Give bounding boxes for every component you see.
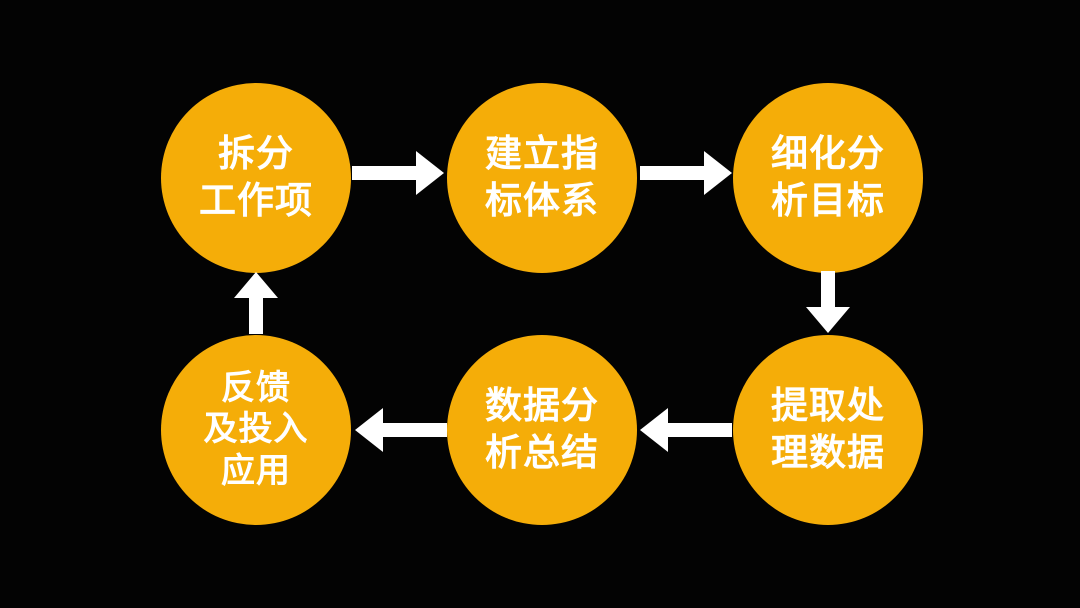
step-3-line-1: 细化分 xyxy=(771,132,885,176)
step-2-line-1: 建立指 xyxy=(485,132,599,176)
arrow-shaft xyxy=(821,271,835,309)
step-5-line-1: 数据分 xyxy=(485,384,599,428)
arrow-left-icon-step4-to-step5 xyxy=(640,408,732,452)
arrow-head xyxy=(416,151,444,195)
step-2-line-2: 标体系 xyxy=(485,179,599,222)
arrow-head xyxy=(640,408,668,452)
arrow-right-icon-step1-to-step2 xyxy=(352,151,444,195)
arrow-down-icon-step3-to-step4 xyxy=(806,271,850,333)
step-6-line-2: 及投入 xyxy=(203,409,309,450)
step-6-line-3: 应用 xyxy=(221,450,291,491)
arrow-shaft xyxy=(249,296,263,334)
step-5-line-2: 析总结 xyxy=(485,431,599,474)
step-circle-1: 拆分 工作项 xyxy=(161,83,351,273)
arrow-right-icon-step2-to-step3 xyxy=(640,151,732,195)
arrow-up-icon-step6-to-step1 xyxy=(234,272,278,334)
step-circle-6: 反馈 及投入 应用 xyxy=(161,335,351,525)
step-6-line-1: 反馈 xyxy=(221,367,291,408)
arrow-head xyxy=(234,272,278,298)
step-circle-3: 细化分 析目标 xyxy=(733,83,923,273)
arrow-shaft xyxy=(381,423,447,437)
arrow-head xyxy=(355,408,383,452)
step-1-line-1: 拆分 xyxy=(218,132,294,176)
arrow-left-icon-step5-to-step6 xyxy=(355,408,447,452)
arrow-shaft xyxy=(352,166,418,180)
step-circle-5: 数据分 析总结 xyxy=(447,335,637,525)
step-1-line-2: 工作项 xyxy=(199,179,313,222)
step-circle-2: 建立指 标体系 xyxy=(447,83,637,273)
arrow-shaft xyxy=(640,166,706,180)
step-4-line-1: 提取处 xyxy=(771,384,885,428)
arrow-head xyxy=(806,307,850,333)
step-4-line-2: 理数据 xyxy=(771,431,885,474)
arrow-shaft xyxy=(666,423,732,437)
step-circle-4: 提取处 理数据 xyxy=(733,335,923,525)
step-3-line-2: 析目标 xyxy=(771,179,885,222)
arrow-head xyxy=(704,151,732,195)
